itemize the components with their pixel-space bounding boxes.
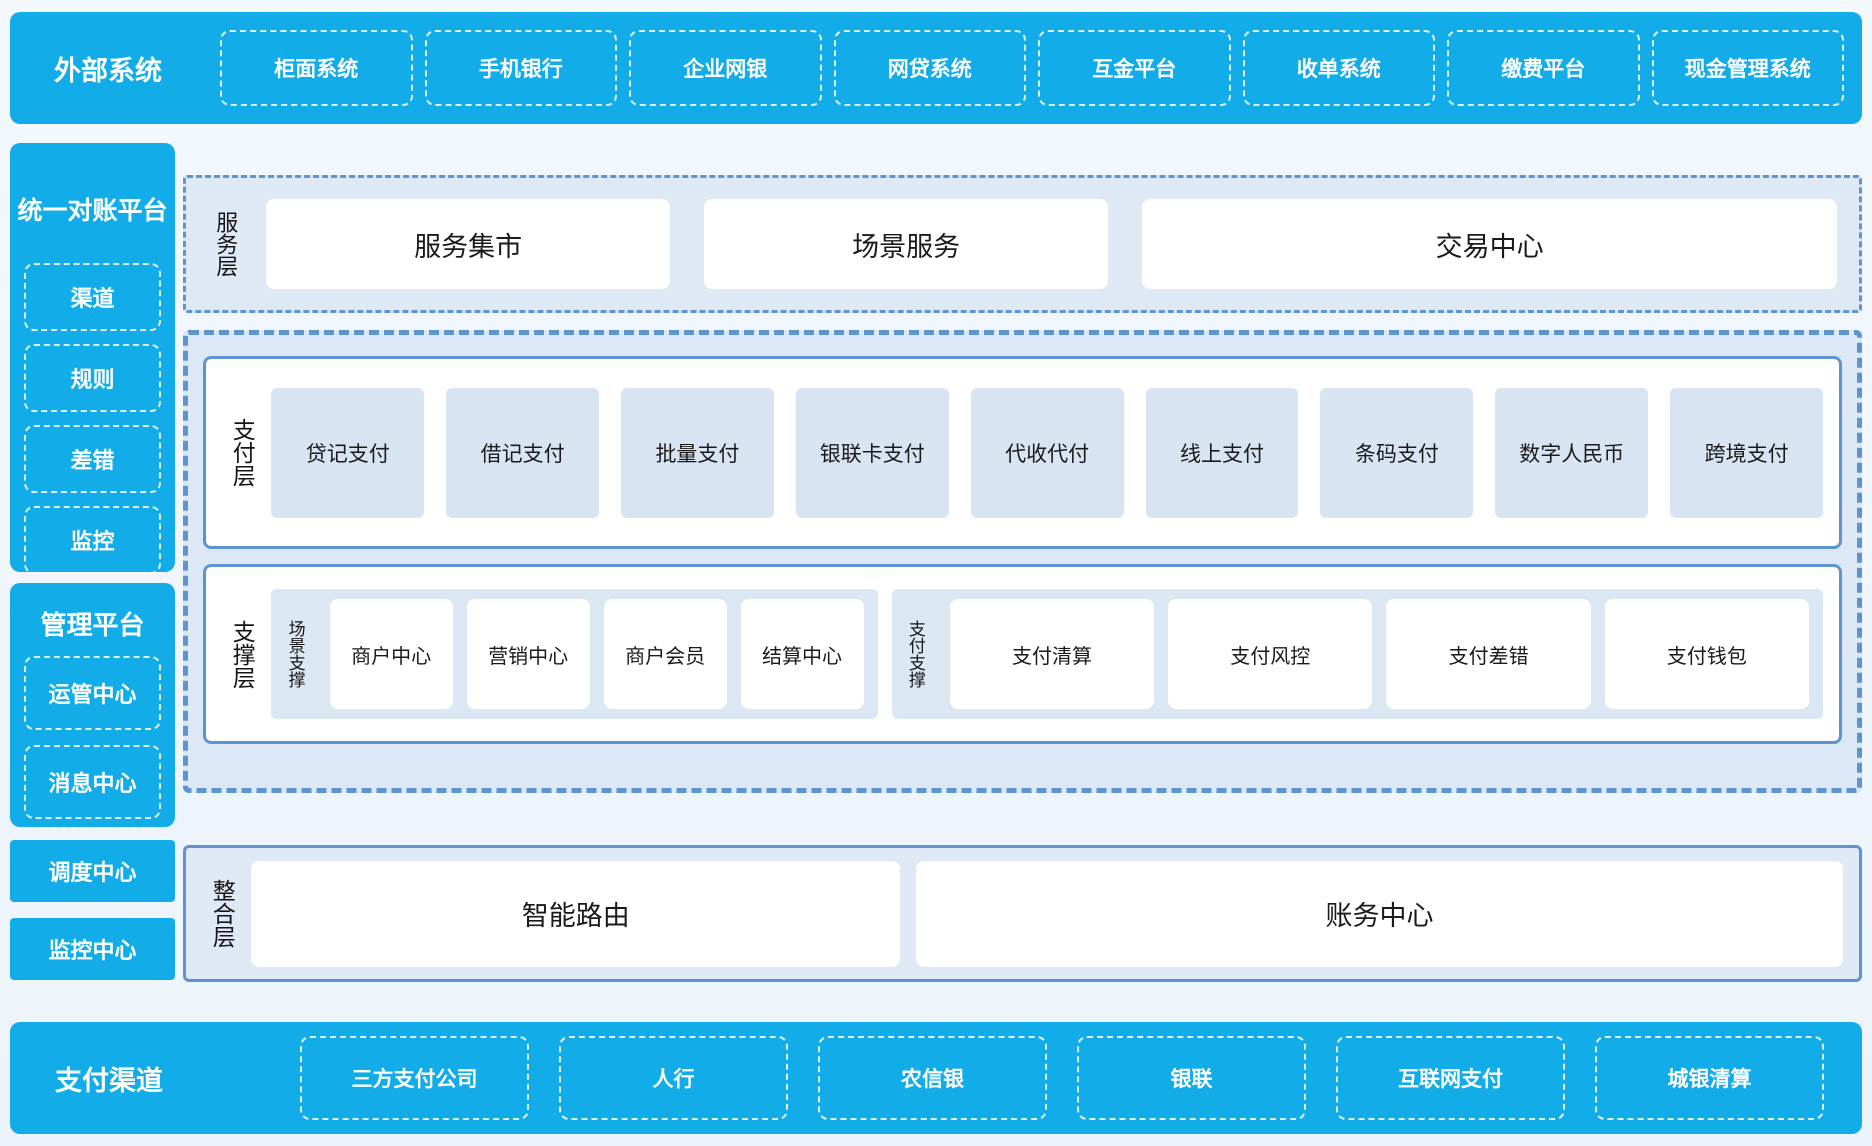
node-internet-finance-platform: 互金平台 bbox=[1038, 30, 1231, 106]
node-online-loan-system: 网贷系统 bbox=[833, 30, 1026, 106]
node-merchant-member: 商户会员 bbox=[603, 599, 727, 709]
scene-support-label: 场景支撑 bbox=[284, 620, 305, 688]
external-systems-bar: 外部系统 柜面系统 手机银行 企业网银 网贷系统 互金平台 收单系统 缴费平台 … bbox=[10, 12, 1862, 124]
support-layer-groups: 场景支撑 商户中心 营销中心 商户会员 结算中心 支付支撑 支付清算 支付风控 … bbox=[271, 589, 1823, 719]
node-pboc: 人行 bbox=[559, 1036, 788, 1120]
node-dispatch-center: 调度中心 bbox=[10, 840, 175, 902]
node-unionpay: 银联 bbox=[1077, 1036, 1306, 1120]
node-online-pay: 线上支付 bbox=[1145, 387, 1299, 518]
node-transaction-center: 交易中心 bbox=[1142, 199, 1837, 289]
payment-layer-label: 支付层 bbox=[228, 418, 255, 487]
node-mobile-banking: 手机银行 bbox=[424, 30, 617, 106]
external-systems-items: 柜面系统 手机银行 企业网银 网贷系统 互金平台 收单系统 缴费平台 现金管理系… bbox=[196, 30, 1862, 106]
node-monitoring-center: 监控中心 bbox=[10, 918, 175, 980]
node-message-center: 消息中心 bbox=[24, 745, 161, 819]
payment-layer: 支付层 贷记支付 借记支付 批量支付 银联卡支付 代收代付 线上支付 条码支付 … bbox=[203, 356, 1842, 549]
node-credit-pay: 贷记支付 bbox=[271, 387, 425, 518]
management-platform-items: 运管中心 消息中心 bbox=[10, 656, 175, 819]
node-city-bank-clearing: 城银清算 bbox=[1595, 1036, 1824, 1120]
node-marketing-center: 营销中心 bbox=[466, 599, 590, 709]
node-scenario-service: 场景服务 bbox=[704, 199, 1109, 289]
node-ops-center: 运管中心 bbox=[24, 656, 161, 730]
integration-layer-label: 整合层 bbox=[208, 879, 235, 948]
node-payment-clearing: 支付清算 bbox=[949, 599, 1155, 709]
payment-channels-items: 三方支付公司 人行 农信银 银联 互联网支付 城银清算 bbox=[290, 1036, 1862, 1120]
node-service-market: 服务集市 bbox=[266, 199, 671, 289]
node-internet-payment: 互联网支付 bbox=[1336, 1036, 1565, 1120]
core-layers-container: 支付层 贷记支付 借记支付 批量支付 银联卡支付 代收代付 线上支付 条码支付 … bbox=[183, 330, 1862, 793]
node-batch-pay: 批量支付 bbox=[621, 387, 774, 518]
management-platform-title: 管理平台 bbox=[40, 611, 145, 641]
node-rules: 规则 bbox=[24, 344, 161, 412]
node-acquiring-system: 收单系统 bbox=[1242, 30, 1435, 106]
reconciliation-platform-title: 统一对账平台 bbox=[17, 196, 168, 225]
support-layer-label: 支撑层 bbox=[228, 619, 255, 689]
payment-layer-items: 贷记支付 借记支付 批量支付 银联卡支付 代收代付 线上支付 条码支付 数字人民… bbox=[271, 387, 1824, 518]
node-unionpay-card-pay: 银联卡支付 bbox=[795, 387, 949, 518]
node-settlement-center: 结算中心 bbox=[740, 599, 864, 709]
service-layer-items: 服务集市 场景服务 交易中心 bbox=[266, 199, 1837, 289]
integration-layer: 整合层 智能路由 账务中心 bbox=[183, 845, 1862, 982]
node-rural-credit-bank: 农信银 bbox=[818, 1036, 1047, 1120]
node-payment-wallet: 支付钱包 bbox=[1604, 599, 1809, 709]
service-layer: 服务层 服务集市 场景服务 交易中心 bbox=[183, 175, 1862, 313]
node-cross-border-pay: 跨境支付 bbox=[1670, 387, 1824, 518]
node-merchant-center: 商户中心 bbox=[329, 599, 453, 709]
payment-channels-title: 支付渠道 bbox=[55, 1065, 163, 1097]
payment-channels-bar: 支付渠道 三方支付公司 人行 农信银 银联 互联网支付 城银清算 bbox=[10, 1022, 1862, 1134]
reconciliation-platform-block: 统一对账平台 渠道 规则 差错 监控 bbox=[10, 143, 175, 574]
management-platform-block: 管理平台 运管中心 消息中心 bbox=[10, 583, 175, 827]
node-smart-routing: 智能路由 bbox=[251, 860, 901, 967]
node-counter-system: 柜面系统 bbox=[220, 30, 413, 106]
service-layer-label: 服务层 bbox=[212, 211, 238, 277]
node-barcode-pay: 条码支付 bbox=[1320, 387, 1474, 518]
node-accounting-center: 账务中心 bbox=[916, 860, 1843, 967]
payment-support-items: 支付清算 支付风控 支付差错 支付钱包 bbox=[949, 599, 1809, 709]
node-digital-rmb: 数字人民币 bbox=[1495, 387, 1649, 518]
node-errors: 差错 bbox=[24, 425, 161, 493]
payment-support-panel: 支付支撑 支付清算 支付风控 支付差错 支付钱包 bbox=[891, 589, 1823, 719]
node-fee-payment-platform: 缴费平台 bbox=[1447, 30, 1640, 106]
scene-support-panel: 场景支撑 商户中心 营销中心 商户会员 结算中心 bbox=[271, 589, 878, 719]
payment-support-label: 支付支撑 bbox=[904, 620, 925, 688]
node-payment-risk-control: 支付风控 bbox=[1168, 599, 1373, 709]
reconciliation-platform-items: 渠道 规则 差错 监控 bbox=[10, 263, 175, 574]
node-corporate-ebank: 企业网银 bbox=[629, 30, 822, 106]
node-monitoring: 监控 bbox=[24, 506, 161, 574]
support-layer: 支撑层 场景支撑 商户中心 营销中心 商户会员 结算中心 支付支撑 支付清算 支… bbox=[203, 564, 1842, 744]
scene-support-items: 商户中心 营销中心 商户会员 结算中心 bbox=[329, 599, 864, 709]
integration-layer-items: 智能路由 账务中心 bbox=[251, 860, 1843, 967]
node-payment-error: 支付差错 bbox=[1386, 599, 1591, 709]
node-channel: 渠道 bbox=[24, 263, 161, 331]
node-cash-management-system: 现金管理系统 bbox=[1651, 30, 1844, 106]
external-systems-title: 外部系统 bbox=[54, 55, 162, 87]
node-collection-payment: 代收代付 bbox=[970, 387, 1124, 518]
node-debit-pay: 借记支付 bbox=[446, 387, 600, 518]
node-third-party-payment-company: 三方支付公司 bbox=[300, 1036, 529, 1120]
